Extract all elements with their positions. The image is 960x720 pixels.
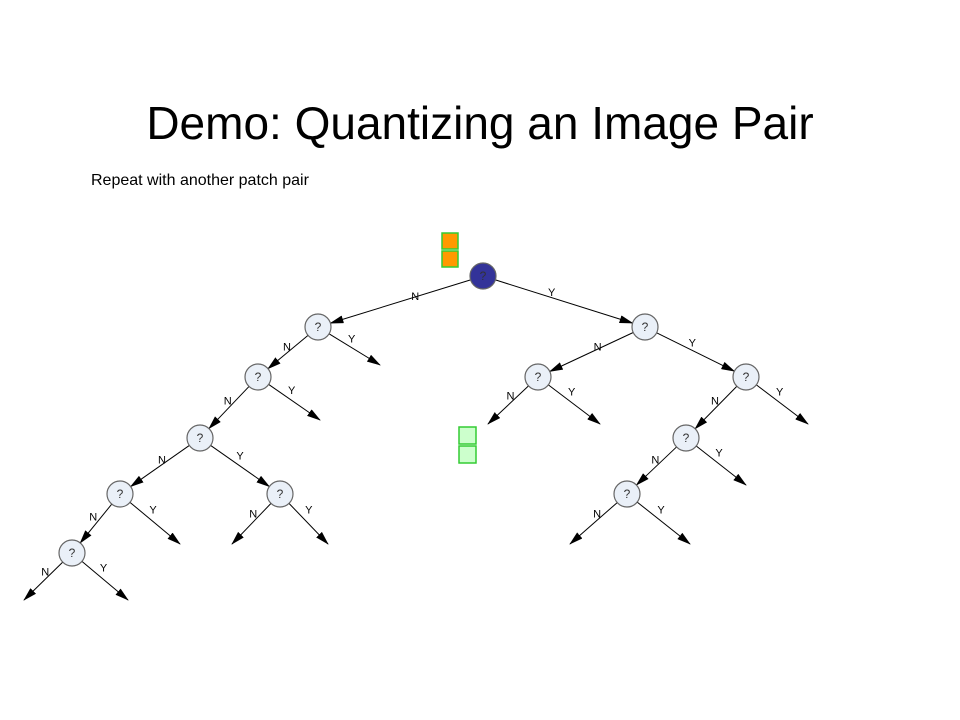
edge-label-yes: Y [715, 447, 723, 459]
edge-label-yes: Y [236, 451, 244, 463]
tree-edge-arrow [268, 383, 321, 421]
tree-edge-arrow [231, 503, 272, 545]
split-node-question-mark: ? [197, 431, 204, 445]
tree-edge-arrow [694, 385, 738, 430]
split-node [186, 424, 214, 452]
tree-edge-arrow [656, 332, 736, 372]
split-node-question-mark: ? [743, 370, 750, 384]
edge-label-no: N [249, 509, 257, 521]
edge-label-yes: Y [348, 333, 356, 345]
tree-edge-arrow [636, 501, 691, 545]
current-patch-top [458, 426, 477, 445]
split-node [304, 313, 332, 341]
tree-edge-arrow [487, 385, 529, 425]
edge-label-yes: Y [288, 385, 296, 397]
edge-label-no: N [411, 291, 419, 303]
slide-title: Demo: Quantizing an Image Pair [146, 97, 814, 149]
edge-label-yes: Y [548, 287, 556, 299]
previous-patch-bottom [441, 250, 459, 268]
split-node-question-mark: ? [255, 370, 262, 384]
split-node-question-mark: ? [69, 546, 76, 560]
split-node [524, 363, 552, 391]
tree-edge-arrow [695, 445, 747, 486]
split-node [672, 424, 700, 452]
patch-pairs [441, 232, 477, 464]
edge-label-yes: Y [100, 562, 108, 574]
current-patch-bottom [458, 445, 477, 464]
tree-edge-arrow [129, 501, 181, 545]
split-node-question-mark: ? [535, 370, 542, 384]
edge-label-no: N [224, 395, 232, 407]
split-node-question-mark: ? [315, 320, 322, 334]
edge-label-yes: Y [689, 338, 697, 350]
edge-label-yes: Y [776, 386, 784, 398]
split-node [244, 363, 272, 391]
tree-edge-arrow [569, 502, 618, 545]
tree-edge-arrow [129, 445, 190, 488]
tree-edge-arrow [81, 560, 129, 601]
edge-label-yes: Y [568, 386, 576, 398]
tree-edge-arrow [548, 332, 634, 372]
edge-label-no: N [41, 566, 49, 578]
tree-edge-arrow [23, 561, 64, 601]
split-node [106, 480, 134, 508]
tree-nodes: ???????????? [58, 262, 760, 567]
tree-edge-arrow [208, 386, 250, 430]
edge-label-no: N [89, 512, 97, 524]
edge-label-no: N [711, 395, 719, 407]
tree-edge-arrow [548, 384, 601, 425]
tree-edge-arrow [267, 334, 309, 370]
active-split-node [469, 262, 497, 290]
edge-label-yes: Y [149, 505, 157, 517]
tree-edge-arrow [495, 279, 634, 324]
split-node-question-mark: ? [277, 487, 284, 501]
edge-label-no: N [507, 390, 515, 402]
split-node-question-mark: ? [642, 320, 649, 334]
split-node [266, 480, 294, 508]
tree-edge-arrow [329, 279, 471, 324]
tree-edge-arrow [210, 445, 271, 488]
edge-label-no: N [283, 342, 291, 354]
slide-subtitle: Repeat with another patch pair [91, 172, 309, 189]
edge-label-yes: Y [305, 505, 313, 517]
previous-patch-top [441, 232, 459, 250]
edge-label-no: N [593, 509, 601, 521]
split-node-question-mark: ? [683, 431, 690, 445]
tree-edge-arrow [756, 384, 809, 425]
split-node [58, 539, 86, 567]
tree-edge-arrow [79, 503, 113, 544]
edge-label-no: N [594, 342, 602, 354]
tree-edge-arrow [288, 503, 329, 545]
split-node [613, 480, 641, 508]
edge-label-yes: Y [657, 505, 665, 517]
edge-label-no: N [158, 455, 166, 467]
tree-edge-arrow [635, 446, 677, 486]
tree-edges: N Y N Y N Y N Y N Y N Y N Y N Y N Y N Y N Y N Y [23, 279, 809, 601]
split-node-question-mark: ? [480, 269, 487, 283]
split-node-question-mark: ? [624, 487, 631, 501]
tree-edge-arrow [328, 333, 381, 366]
split-node-question-mark: ? [117, 487, 124, 501]
edge-label-no: N [651, 455, 659, 467]
split-node [732, 363, 760, 391]
split-node [631, 313, 659, 341]
